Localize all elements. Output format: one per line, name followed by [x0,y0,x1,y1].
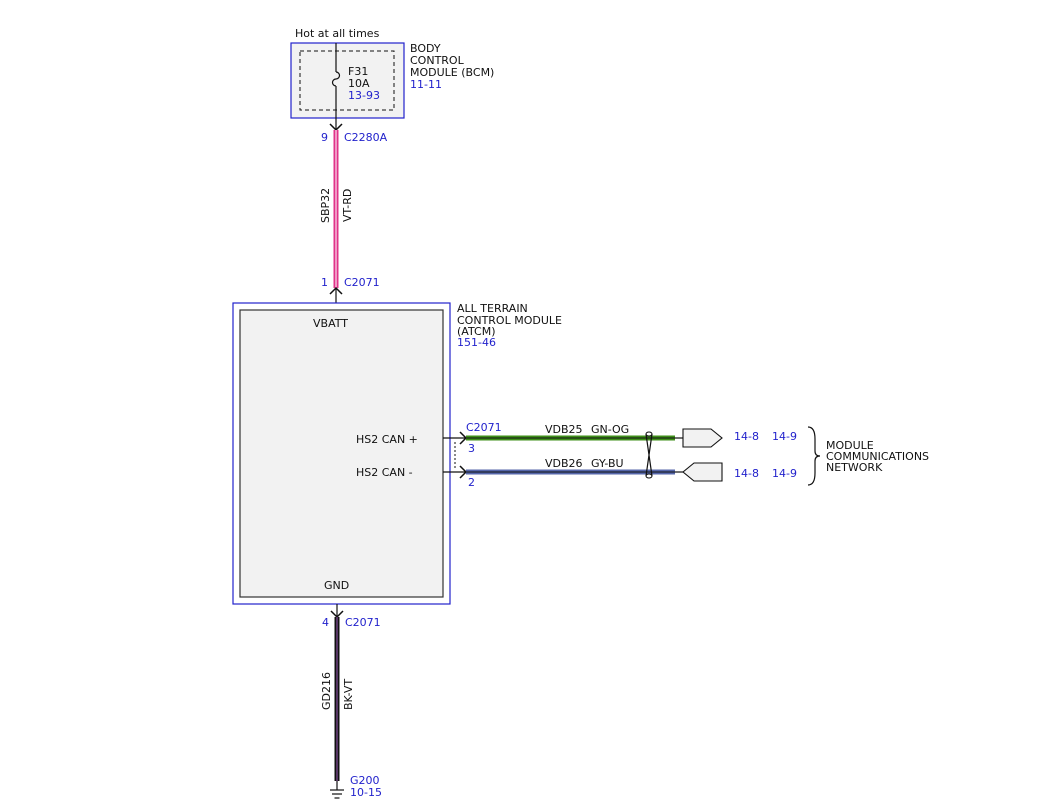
ground-wire: 4 C2071 GD216 BK-VT G200 10-15 [320,604,382,799]
can-minus-circuit: VDB26 [545,457,583,470]
ground-color-label: BK-VT [342,679,355,710]
power-wire: 9 C2280A SBP32 VT-RD 1 C2071 [319,118,388,303]
can-plus-pin: 3 [468,442,475,455]
can-bus: C2071 3 2 VDB25 GN-OG VDB26 GY-BU 14-8 1… [443,421,929,489]
can-connector[interactable]: C2071 [466,421,502,434]
fuse-ref-link[interactable]: 13-93 [348,89,380,102]
power-top-pin: 9 [321,131,328,144]
network-line-1: MODULE [826,439,874,452]
can-plus-continuation-arrow[interactable] [682,428,723,448]
ground-icon [330,789,344,799]
ground-circuit-label: GD216 [320,672,333,710]
can-plus-color: GN-OG [591,423,629,436]
fuse-rating: 10A [348,77,370,90]
power-bottom-pin: 1 [321,276,328,289]
power-color-label: VT-RD [341,189,354,222]
can-plus-circuit: VDB25 [545,423,583,436]
atcm-pin-can-plus: HS2 CAN + [356,433,418,446]
can-minus-continuation-arrow[interactable] [682,462,723,482]
bcm-name-line-3: MODULE (BCM) [410,66,494,79]
atcm-name-line-1: ALL TERRAIN [457,302,528,315]
can-minus-ref-1[interactable]: 14-8 [734,467,759,480]
network-line-2: COMMUNICATIONS [826,450,929,463]
can-minus-ref-2[interactable]: 14-9 [772,467,797,480]
can-plus-ref-1[interactable]: 14-8 [734,430,759,443]
power-bottom-connector[interactable]: C2071 [344,276,380,289]
can-minus-pin: 2 [468,476,475,489]
atcm-body [239,309,444,598]
bcm-name-line-2: CONTROL [410,54,465,67]
atcm-name-line-3: (ATCM) [457,325,496,338]
bcm-inner-dashed [299,50,395,111]
atcm-ref-link[interactable]: 151-46 [457,336,496,349]
ground-connector[interactable]: C2071 [345,616,381,629]
supply-note: Hot at all times [295,27,380,40]
connector-arrow-icon [329,286,343,295]
bcm-module: Hot at all times BODY CONTROL MODULE (BC… [290,27,494,119]
network-line-3: NETWORK [826,461,883,474]
power-top-connector[interactable]: C2280A [344,131,388,144]
ground-id[interactable]: G200 [350,774,380,787]
atcm-pin-vbatt: VBATT [313,317,348,330]
can-minus-color: GY-BU [591,457,624,470]
ground-pin: 4 [322,616,329,629]
bcm-ref-link[interactable]: 11-11 [410,78,442,91]
fuse-id: F31 [348,65,368,78]
bcm-name-line-1: BODY [410,42,441,55]
atcm-name-line-2: CONTROL MODULE [457,314,562,327]
power-circuit-label: SBP32 [319,188,332,223]
bcm-outline[interactable] [290,42,405,119]
fuse-icon [331,71,341,87]
brace-icon [807,426,821,486]
twisted-pair-icon [645,433,653,477]
can-plus-ref-2[interactable]: 14-9 [772,430,797,443]
ground-ref-link[interactable]: 10-15 [350,786,382,799]
atcm-pin-can-minus: HS2 CAN - [356,466,413,479]
atcm-module: ALL TERRAIN CONTROL MODULE (ATCM) 151-46… [232,302,562,605]
atcm-pin-gnd: GND [324,579,349,592]
